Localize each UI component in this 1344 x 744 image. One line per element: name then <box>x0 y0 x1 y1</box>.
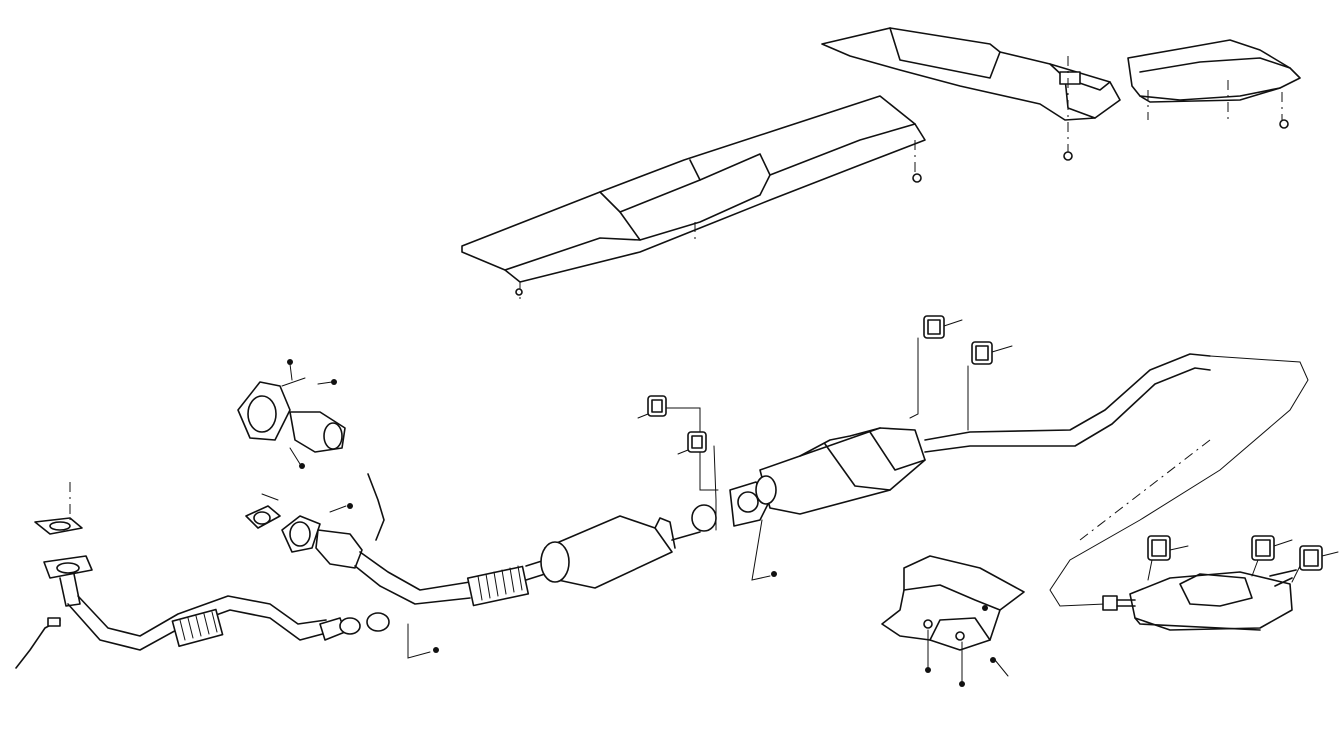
rubber-hanger <box>1291 545 1339 583</box>
rubber-hanger <box>1251 535 1293 577</box>
heat-shield-center <box>461 95 926 300</box>
flex-joint-front <box>171 608 224 648</box>
rubber-hanger <box>967 341 1013 431</box>
oxygen-sensor <box>15 617 61 669</box>
flex-joint-mid <box>466 559 546 607</box>
intermediate-pipe <box>354 551 471 605</box>
rubber-hanger <box>1147 535 1189 581</box>
muffler <box>1102 569 1297 631</box>
heat-shield-muffler <box>881 555 1025 687</box>
gasket <box>34 482 93 607</box>
front-catalytic-converter-lower <box>245 473 385 569</box>
gasket <box>319 612 439 659</box>
rubber-hanger <box>637 395 719 491</box>
rubber-hanger <box>909 315 963 419</box>
resonator <box>540 515 701 589</box>
catalytic-converter <box>755 427 926 515</box>
front-catalytic-converter-upper <box>237 359 346 469</box>
intermediate-pipe <box>924 353 1309 607</box>
heat-shield-rear-tunnel <box>821 27 1121 161</box>
rubber-hanger <box>677 431 717 531</box>
heat-shield-rear-cover <box>1127 39 1301 129</box>
